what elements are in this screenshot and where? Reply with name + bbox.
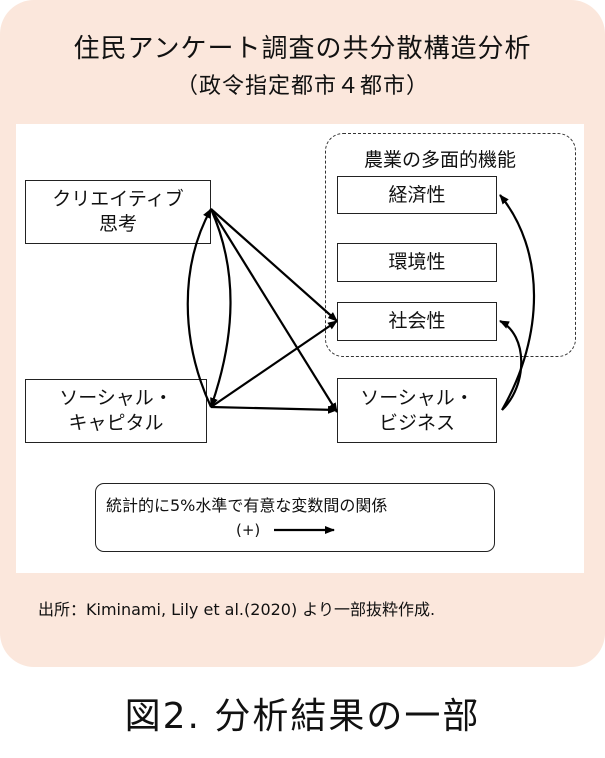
legend-box: 統計的に5%水準で有意な変数間の関係 (+) — [95, 483, 495, 552]
edge-social-business-to-societal — [499, 320, 523, 411]
node-creative-thinking: クリエイティブ 思考 — [25, 180, 211, 244]
figure-subtitle: （政令指定都市４都市） — [175, 74, 429, 99]
node-economic: 経済性 — [337, 176, 497, 214]
figure-title: 住民アンケート調査の共分散構造分析 — [73, 34, 532, 64]
node-environmental: 環境性 — [337, 243, 497, 282]
group-label: 農業の多面的機能 — [364, 149, 517, 171]
node-societal: 社会性 — [337, 302, 497, 341]
legend-sign: (+) — [236, 521, 261, 539]
node-social-business: ソーシャル・ ビジネス — [337, 378, 497, 443]
edge-social-capital-to-social-business — [210, 405, 338, 414]
legend-text: 統計的に5%水準で有意な変数間の関係 — [106, 496, 388, 515]
edge-creative-to-social-capital — [209, 208, 232, 408]
edge-creative-to-social-business — [210, 208, 338, 413]
figure-caption: 図2. 分析結果の一部 — [124, 696, 481, 737]
legend-arrow-icon — [274, 526, 335, 534]
node-social-capital: ソーシャル・ キャピタル — [25, 379, 207, 443]
edge-social-capital-to-societal — [210, 320, 338, 408]
edge-creative-to-societal — [210, 208, 338, 322]
multifunctional-group — [325, 133, 576, 357]
edge-social-capital-to-creative — [186, 208, 212, 408]
source-note: 出所：Kiminami, Lily et al.(2020) より一部抜粋作成. — [38, 600, 436, 619]
edge-social-business-to-economic — [499, 194, 536, 411]
